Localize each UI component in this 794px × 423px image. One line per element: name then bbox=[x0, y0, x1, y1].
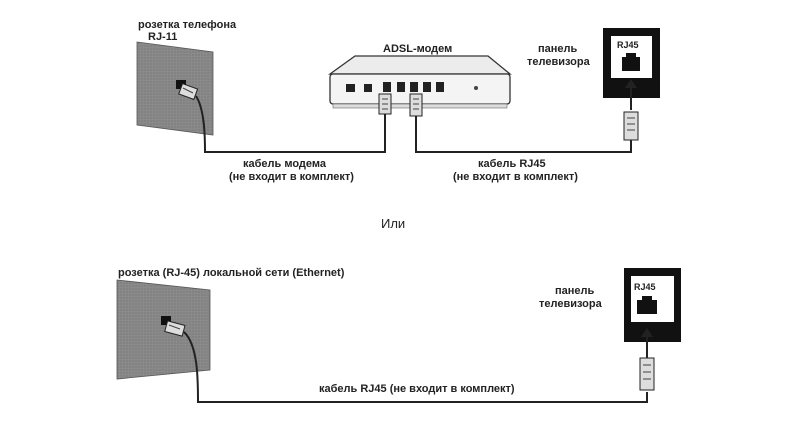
modem-cable-label: кабель модема bbox=[243, 158, 327, 170]
rj45-cable-top bbox=[415, 116, 632, 153]
tv-panel-label-line2: телевизора bbox=[527, 56, 591, 68]
rj45-plug-bottom bbox=[639, 357, 655, 391]
tv-port-label: RJ45 bbox=[617, 40, 639, 50]
rj11-wall-socket bbox=[176, 80, 186, 89]
tv-panel-label-bottom-line2: телевизора bbox=[539, 298, 603, 310]
modem-line-plug bbox=[378, 93, 392, 115]
tv-panel-bottom bbox=[624, 268, 681, 342]
modem-label: ADSL-модем bbox=[383, 43, 452, 55]
rj45-plug-top bbox=[623, 111, 639, 141]
rj45-cable-label-top: кабель RJ45 bbox=[478, 158, 546, 170]
ethernet-wall bbox=[116, 279, 211, 380]
phone-wall bbox=[136, 41, 214, 136]
or-separator: Или bbox=[381, 216, 405, 231]
tv-panel-label-line1: панель bbox=[538, 43, 578, 55]
rj45-cable-note-top: (не входит в комплект) bbox=[453, 171, 578, 183]
rj45-cable-bottom bbox=[183, 331, 648, 403]
rj11-plug bbox=[178, 82, 199, 101]
phone-socket-label: розетка телефона bbox=[138, 19, 237, 31]
arrow-up-icon bbox=[625, 79, 637, 110]
ethernet-socket-label: розетка (RJ-45) локальной сети (Ethernet… bbox=[118, 267, 345, 279]
tv-port-label-bottom: RJ45 bbox=[634, 282, 656, 292]
rj45-wall-plug bbox=[164, 320, 186, 337]
rj45-cable-label-bottom: кабель RJ45 (не входит в комплект) bbox=[319, 383, 515, 395]
modem-cable-note: (не входит в комплект) bbox=[229, 171, 354, 183]
rj45-wall-socket bbox=[161, 316, 171, 325]
rj11-label: RJ-11 bbox=[148, 31, 177, 43]
modem-cable bbox=[195, 95, 386, 153]
tv-panel-label-bottom-line1: панель bbox=[555, 285, 595, 297]
arrow-up-icon bbox=[641, 328, 653, 358]
modem-lan-plug bbox=[409, 93, 423, 117]
tv-panel-top bbox=[603, 28, 660, 98]
